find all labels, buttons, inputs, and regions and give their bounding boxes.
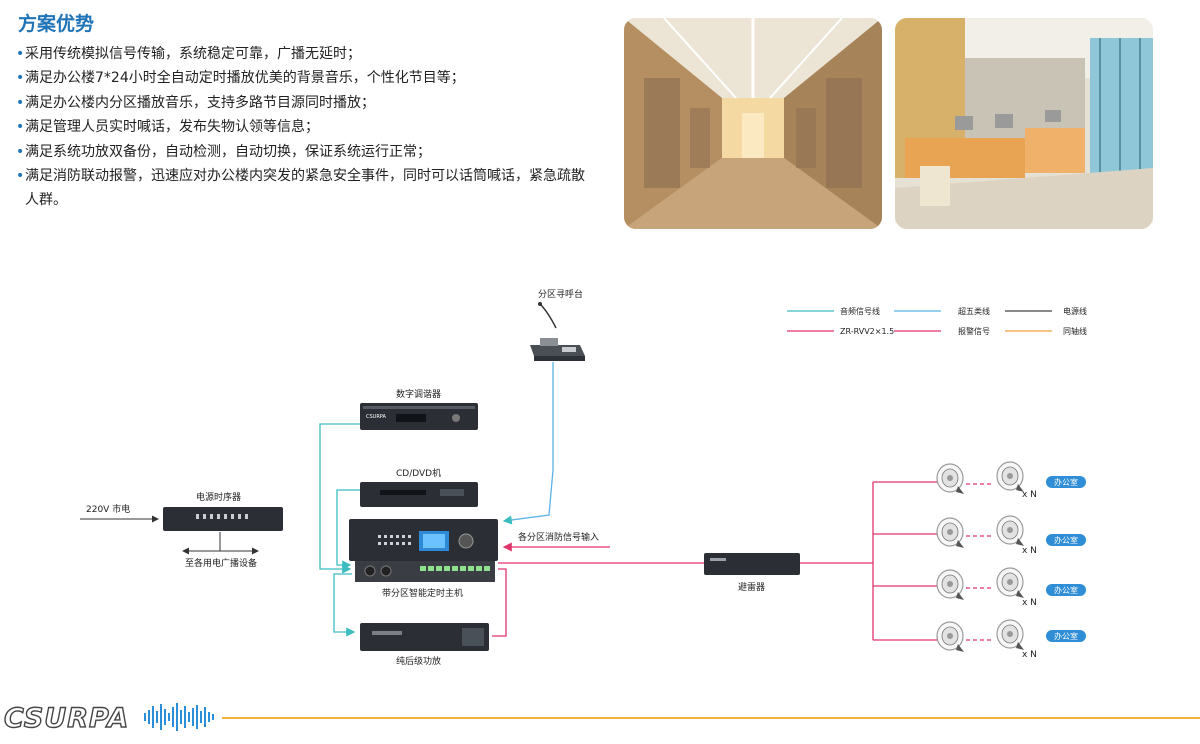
amp-label: 纯后级功放 [396, 655, 441, 667]
sequencer-label: 电源时序器 [196, 491, 241, 503]
advantage-item: 满足管理人员实时喊话，发布失物认领等信息； [16, 115, 591, 140]
zone-count: x N [1022, 650, 1037, 660]
zone-badge [1046, 534, 1086, 546]
digital-tuner: 数字调谐器 CSURPA [360, 388, 478, 430]
zone-count: x N [1022, 490, 1037, 500]
legend-label: 同轴线 [1063, 326, 1087, 336]
advantage-item: 采用传统模拟信号传输，系统稳定可靠，广播无延时； [16, 42, 591, 67]
tuner-label: 数字调谐器 [396, 388, 441, 400]
brand-logo: CSURPA [3, 702, 130, 734]
office-photo [895, 18, 1153, 229]
arrester-label: 避雷器 [738, 581, 765, 593]
legend: 音频信号线 超五类线 电源线 ZR-RVV2×1.5 报警信号 同轴线 [787, 306, 1087, 336]
mains-label: 220V 市电 [86, 503, 130, 515]
legend-label: 超五类线 [958, 306, 990, 316]
sound-wave-icon [144, 703, 214, 731]
section-title: 方案优势 [18, 13, 95, 35]
brand-mark: CSURPA [366, 414, 386, 420]
host-label: 带分区智能定时主机 [382, 587, 463, 599]
advantage-item: 满足办公楼7*24小时全自动定时播放优美的背景音乐，个性化节目等； [16, 66, 591, 91]
legend-label: 报警信号 [958, 326, 990, 336]
speaker-zone: x N 办公室 [936, 461, 1086, 500]
zone-count: x N [1022, 598, 1037, 608]
zone-badge [1046, 584, 1086, 596]
power-sequencer: 电源时序器 220V 市电 至各用电广播设备 [80, 491, 283, 569]
zone-label: 办公室 [1054, 477, 1078, 487]
legend-label: 电源线 [1063, 306, 1087, 316]
cd-dvd-player: CD/DVD机 [360, 467, 478, 507]
speaker-zone: x N 办公室 [936, 567, 1086, 608]
legend-label: ZR-RVV2×1.5 [840, 327, 894, 336]
to-devices-label: 至各用电广播设备 [185, 557, 257, 569]
zone-label: 办公室 [1054, 535, 1078, 545]
advantage-item: 满足消防联动报警，迅速应对办公楼内突发的紧急安全事件，同时可以话筒喊话，紧急疏散… [16, 164, 591, 213]
zone-badge [1046, 476, 1086, 488]
zone-count: x N [1022, 546, 1037, 556]
speaker-zone: x N 办公室 [936, 619, 1086, 660]
advantage-item: 满足办公楼内分区播放音乐，支持多路节目源同时播放； [16, 91, 591, 116]
zone-badge [1046, 630, 1086, 642]
lightning-arrester: 避雷器 [704, 553, 800, 593]
paging-label: 分区寻呼台 [538, 288, 583, 300]
advantage-item: 满足系统功放双备份，自动检测，自动切换，保证系统运行正常； [16, 140, 591, 165]
footer-divider [222, 717, 1200, 719]
zone-timer-host: 带分区智能定时主机 [349, 519, 498, 599]
zone-label: 办公室 [1054, 585, 1078, 595]
corridor-photo [624, 18, 882, 229]
speaker-zone: x N 办公室 [936, 515, 1086, 556]
power-amplifier: 纯后级功放 [360, 623, 489, 667]
fire-input-label: 各分区消防信号输入 [518, 531, 599, 543]
zone-label: 办公室 [1054, 631, 1078, 641]
advantage-list: 采用传统模拟信号传输，系统稳定可靠，广播无延时； 满足办公楼7*24小时全自动定… [16, 42, 591, 213]
legend-label: 音频信号线 [840, 306, 880, 316]
paging-console: 分区寻呼台 [530, 288, 585, 361]
cd-label: CD/DVD机 [396, 467, 441, 479]
